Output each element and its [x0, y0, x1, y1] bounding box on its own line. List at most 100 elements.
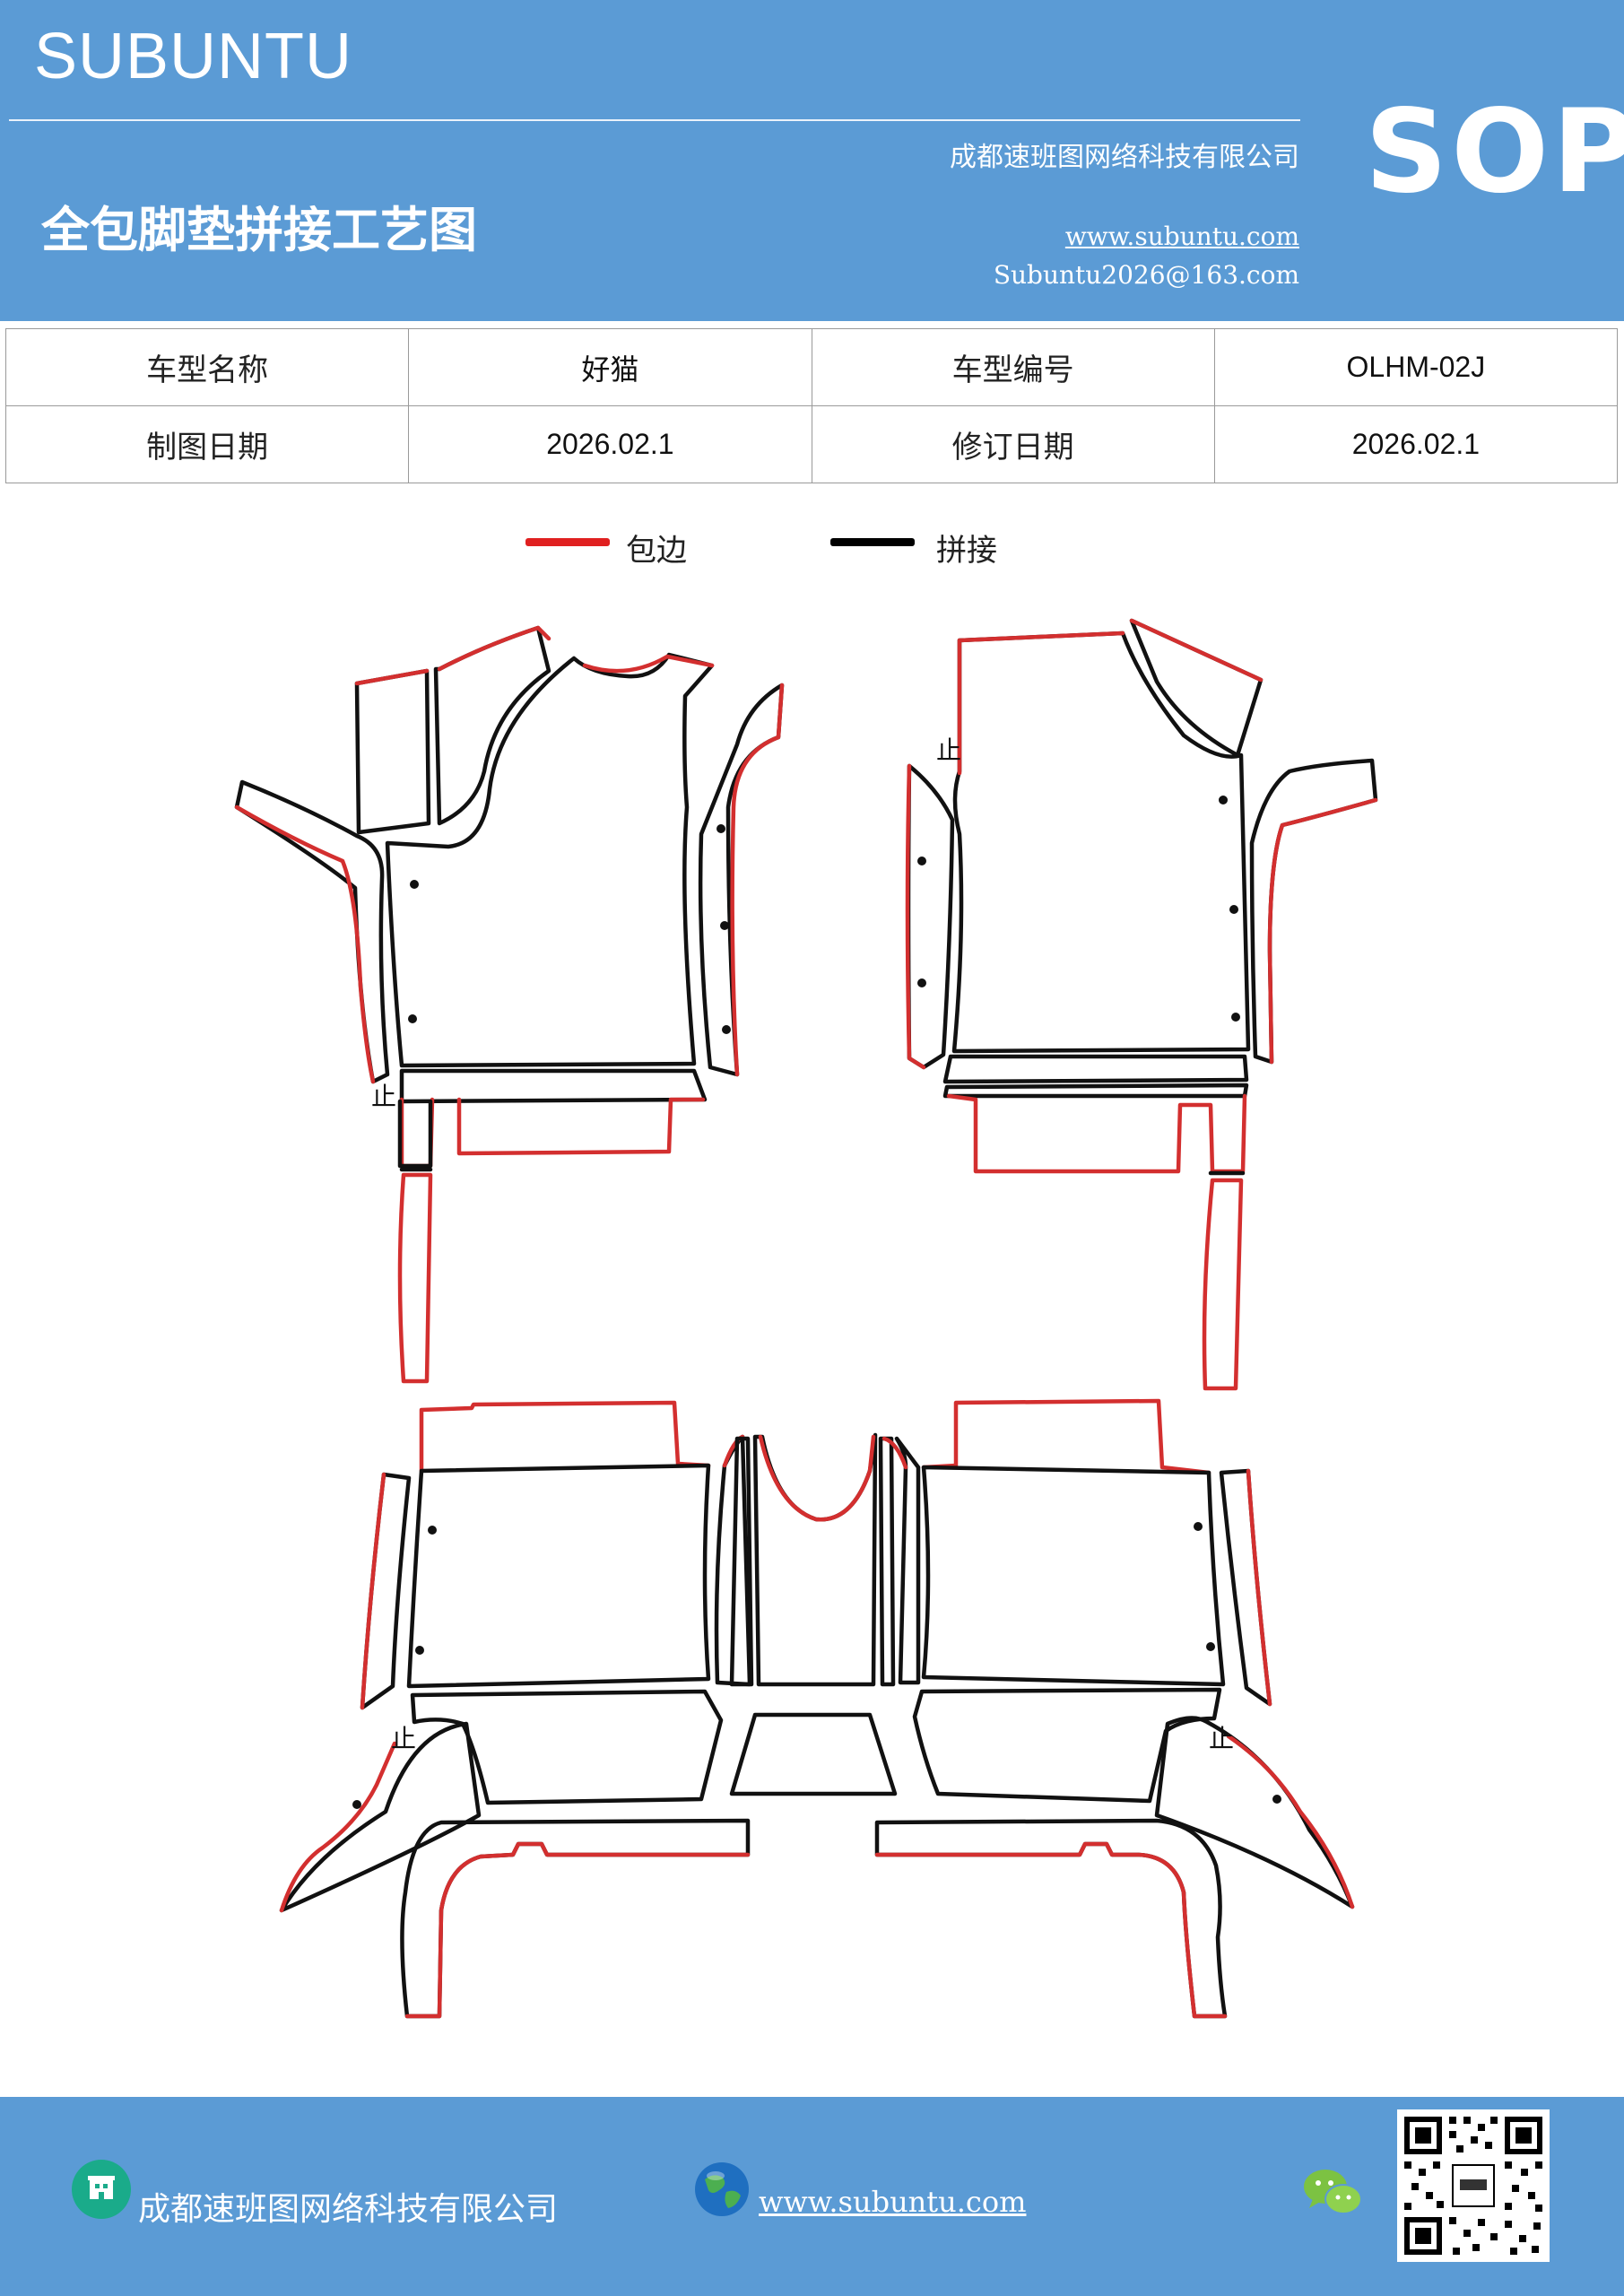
button-dot [1229, 905, 1238, 914]
stop-mark: 止 [371, 1082, 396, 1111]
floor-mat-diagram: 止 止 止 止 [234, 618, 1378, 2019]
mat-piece [881, 1436, 908, 1470]
legend: 包边 拼接 [0, 520, 1624, 574]
button-dot [410, 880, 419, 889]
button-dot [428, 1526, 437, 1535]
mat-piece [234, 804, 376, 1084]
stop-mark: 止 [391, 1724, 416, 1753]
button-dot [1206, 1642, 1215, 1651]
website-link[interactable]: www.subuntu.com [1064, 222, 1299, 251]
mat-piece [951, 631, 1251, 1054]
globe-icon [692, 2160, 751, 2219]
mat-piece [946, 1093, 1247, 1174]
mat-piece [874, 1818, 1228, 2019]
label-revision-date: 修订日期 [811, 405, 1215, 483]
rear-mats [279, 1398, 1355, 2019]
email-address[interactable]: Subuntu2026@163.com [993, 260, 1299, 290]
mat-piece [1202, 1178, 1244, 1391]
mat-piece [404, 1841, 751, 2019]
mat-piece [437, 625, 551, 672]
mat-piece [234, 779, 390, 1084]
mat-piece [1219, 1468, 1272, 1707]
mat-piece [400, 1818, 751, 2019]
mat-piece [360, 1472, 386, 1710]
label-model-name: 车型名称 [4, 328, 410, 406]
mat-piece [360, 1472, 412, 1710]
mat-piece [1267, 797, 1378, 1065]
table-row: 制图日期 2026.02.1 修订日期 2026.02.1 [4, 405, 1619, 483]
mat-piece [279, 1721, 482, 1913]
table-row: 车型名称 好猫 车型编号 OLHM-02J [4, 328, 1619, 406]
building-icon [72, 2160, 131, 2219]
value-draw-date: 2026.02.1 [408, 405, 812, 483]
brand-name: SUBUNTU [34, 21, 353, 92]
mat-piece [921, 1398, 1211, 1475]
mat-piece [698, 683, 785, 1077]
mat-piece [406, 1463, 711, 1689]
mat-piece [397, 1172, 433, 1384]
mat-piece [1226, 1734, 1355, 1909]
button-dot [1219, 796, 1228, 804]
button-dot [1194, 1522, 1203, 1531]
mat-piece [729, 1712, 898, 1796]
mat-piece [874, 1841, 1228, 2019]
legend-swatch-seam [830, 538, 915, 546]
mat-piece [942, 1083, 1249, 1099]
mat-piece [957, 631, 1125, 776]
button-dot [720, 921, 729, 930]
mat-piece [1129, 618, 1264, 758]
button-dot [917, 857, 926, 865]
footer-company-name: 成都速班图网络科技有限公司 [138, 2191, 559, 2228]
mat-piece [279, 1741, 397, 1913]
button-dot [408, 1014, 417, 1023]
value-revision-date: 2026.02.1 [1213, 405, 1619, 483]
mat-piece [730, 683, 785, 1077]
button-dot [917, 978, 926, 987]
legend-label-binding: 包边 [626, 533, 687, 569]
mat-piece [905, 763, 926, 1070]
mat-piece [894, 1436, 921, 1685]
mat-piece [354, 668, 430, 686]
mat-piece [419, 1400, 711, 1474]
value-model-code: OLHM-02J [1213, 328, 1619, 406]
sop-badge: SOP [1365, 85, 1624, 219]
button-dot [352, 1800, 361, 1809]
mat-piece [410, 1689, 724, 1805]
mat-piece [758, 1434, 876, 1522]
mat-piece [399, 1097, 706, 1169]
front-right-mat [905, 618, 1378, 1391]
front-left-mat [234, 625, 785, 1384]
mat-piece [906, 763, 955, 1070]
legend-swatch-binding [525, 538, 610, 546]
company-name: 成都速班图网络科技有限公司 [950, 142, 1299, 173]
button-dot [722, 1025, 731, 1034]
value-model-name: 好猫 [408, 328, 812, 406]
mat-piece [354, 668, 431, 835]
mat-piece [912, 1687, 1222, 1804]
mat-piece [582, 654, 715, 674]
label-model-code: 车型编号 [811, 328, 1215, 406]
vehicle-info-table: 车型名称 好猫 车型编号 OLHM-02J 制图日期 2026.02.1 修订日… [4, 328, 1619, 483]
legend-label-seam: 拼接 [936, 533, 997, 569]
button-dot [415, 1646, 424, 1655]
button-dot [716, 824, 725, 833]
document-title: 全包脚垫拼接工艺图 [41, 201, 477, 258]
wechat-icon[interactable] [1302, 2165, 1365, 2221]
footer-website-link[interactable]: www.subuntu.com [759, 2185, 1027, 2219]
header-divider [9, 119, 1300, 121]
mat-piece [397, 1099, 433, 1169]
button-dot [1272, 1795, 1281, 1804]
header-banner: SUBUNTU 成都速班图网络科技有限公司 全包脚垫拼接工艺图 www.subu… [0, 0, 1624, 321]
label-draw-date: 制图日期 [4, 405, 410, 483]
mat-piece [399, 1068, 708, 1104]
qr-code[interactable] [1397, 2109, 1550, 2262]
stop-mark: 止 [1209, 1724, 1234, 1753]
mat-piece [878, 1436, 896, 1687]
mat-piece [385, 652, 715, 1068]
mat-piece [1246, 1468, 1272, 1707]
stop-mark: 止 [936, 735, 961, 765]
mat-piece [1129, 618, 1264, 683]
button-dot [1231, 1013, 1240, 1022]
mat-piece [1154, 1716, 1355, 1909]
mat-piece [729, 1436, 754, 1687]
